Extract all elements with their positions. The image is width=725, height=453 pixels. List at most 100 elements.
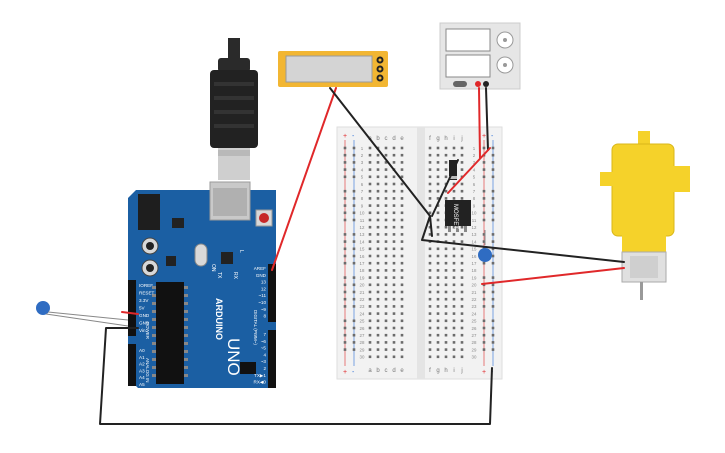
breadboard-hole[interactable] <box>452 182 456 186</box>
multimeter-icon[interactable] <box>278 51 388 87</box>
rail-hole[interactable] <box>491 341 495 344</box>
breadboard-hole[interactable] <box>460 333 464 337</box>
breadboard-hole[interactable] <box>460 261 464 265</box>
breadboard-hole[interactable] <box>384 290 388 294</box>
breadboard-hole[interactable] <box>452 305 456 308</box>
breadboard-hole[interactable] <box>392 211 396 215</box>
rail-hole[interactable] <box>491 326 495 330</box>
breadboard-hole[interactable] <box>376 261 380 265</box>
breadboard-hole[interactable] <box>460 326 464 330</box>
breadboard-hole[interactable] <box>460 153 464 157</box>
breadboard-hole[interactable] <box>436 276 440 279</box>
breadboard-hole[interactable] <box>368 153 372 157</box>
breadboard-hole[interactable] <box>444 175 448 179</box>
breadboard-hole[interactable] <box>452 341 456 344</box>
rail-hole[interactable] <box>482 211 486 215</box>
breadboard-hole[interactable] <box>436 204 440 207</box>
breadboard-hole[interactable] <box>452 146 456 150</box>
breadboard-hole[interactable] <box>400 290 404 294</box>
breadboard-hole[interactable] <box>400 146 404 150</box>
breadboard-hole[interactable] <box>384 168 388 171</box>
breadboard-hole[interactable] <box>444 254 448 258</box>
breadboard-hole[interactable] <box>368 182 372 186</box>
breadboard-hole[interactable] <box>460 283 464 287</box>
breadboard-hole[interactable] <box>384 276 388 279</box>
rail-hole[interactable] <box>352 290 356 294</box>
breadboard-hole[interactable] <box>400 218 404 222</box>
breadboard-hole[interactable] <box>368 355 372 359</box>
rail-hole[interactable] <box>491 175 495 179</box>
breadboard-hole[interactable] <box>376 326 380 330</box>
rail-hole[interactable] <box>352 283 356 287</box>
breadboard-hole[interactable] <box>436 290 440 294</box>
rail-hole[interactable] <box>491 218 495 222</box>
breadboard-hole[interactable] <box>436 319 440 323</box>
rail-hole[interactable] <box>343 204 347 207</box>
breadboard-hole[interactable] <box>392 297 396 301</box>
breadboard-hole[interactable] <box>436 218 440 222</box>
breadboard-hole[interactable] <box>444 276 448 279</box>
breadboard-hole[interactable] <box>428 146 432 150</box>
rail-hole[interactable] <box>352 261 356 265</box>
breadboard-hole[interactable] <box>392 319 396 323</box>
rail-hole[interactable] <box>482 319 486 323</box>
breadboard-hole[interactable] <box>444 319 448 323</box>
breadboard-hole[interactable] <box>428 225 432 229</box>
breadboard-hole[interactable] <box>452 348 456 351</box>
breadboard-hole[interactable] <box>460 247 464 251</box>
breadboard-hole[interactable] <box>392 233 396 236</box>
breadboard-hole[interactable] <box>400 341 404 344</box>
rail-hole[interactable] <box>482 189 486 193</box>
breadboard-hole[interactable] <box>428 211 432 215</box>
rail-hole[interactable] <box>352 233 356 236</box>
breadboard-hole[interactable] <box>376 254 380 258</box>
breadboard-hole[interactable] <box>460 348 464 351</box>
breadboard-hole[interactable] <box>436 247 440 251</box>
rail-hole[interactable] <box>482 341 486 344</box>
breadboard-hole[interactable] <box>444 312 448 315</box>
breadboard-hole[interactable] <box>444 261 448 265</box>
rail-hole[interactable] <box>343 261 347 265</box>
rail-hole[interactable] <box>343 175 347 179</box>
rail-hole[interactable] <box>343 197 347 200</box>
rail-hole[interactable] <box>482 276 486 279</box>
rail-hole[interactable] <box>352 197 356 200</box>
breadboard-hole[interactable] <box>436 312 440 315</box>
rail-hole[interactable] <box>491 297 495 301</box>
breadboard-hole[interactable] <box>392 161 396 164</box>
breadboard-hole[interactable] <box>384 261 388 265</box>
breadboard-hole[interactable] <box>428 254 432 258</box>
breadboard-hole[interactable] <box>444 189 448 193</box>
breadboard-hole[interactable] <box>368 233 372 236</box>
breadboard-hole[interactable] <box>392 175 396 179</box>
breadboard-hole[interactable] <box>384 204 388 207</box>
breadboard-hole[interactable] <box>444 240 448 243</box>
breadboard-hole[interactable] <box>400 204 404 207</box>
breadboard-hole[interactable] <box>444 153 448 157</box>
breadboard-hole[interactable] <box>460 168 464 171</box>
breadboard-hole[interactable] <box>428 153 432 157</box>
breadboard-hole[interactable] <box>460 305 464 308</box>
breadboard-hole[interactable] <box>400 305 404 308</box>
breadboard-hole[interactable] <box>392 182 396 186</box>
breadboard-hole[interactable] <box>400 326 404 330</box>
breadboard-hole[interactable] <box>368 297 372 301</box>
rail-hole[interactable] <box>352 305 356 308</box>
breadboard-hole[interactable] <box>436 233 440 236</box>
breadboard-hole[interactable] <box>452 276 456 279</box>
breadboard-hole[interactable] <box>436 348 440 351</box>
breadboard-hole[interactable] <box>400 153 404 157</box>
breadboard-hole[interactable] <box>384 153 388 157</box>
rail-hole[interactable] <box>343 161 347 164</box>
breadboard-hole[interactable] <box>384 233 388 236</box>
rail-hole[interactable] <box>352 175 356 179</box>
breadboard-hole[interactable] <box>400 161 404 164</box>
rail-hole[interactable] <box>352 276 356 279</box>
rail-hole[interactable] <box>482 261 486 265</box>
breadboard-hole[interactable] <box>444 341 448 344</box>
breadboard-hole[interactable] <box>460 233 464 236</box>
breadboard-hole[interactable] <box>392 218 396 222</box>
mosfet[interactable]: MOSFET <box>445 200 471 232</box>
rail-hole[interactable] <box>482 175 486 179</box>
rail-hole[interactable] <box>491 233 495 236</box>
